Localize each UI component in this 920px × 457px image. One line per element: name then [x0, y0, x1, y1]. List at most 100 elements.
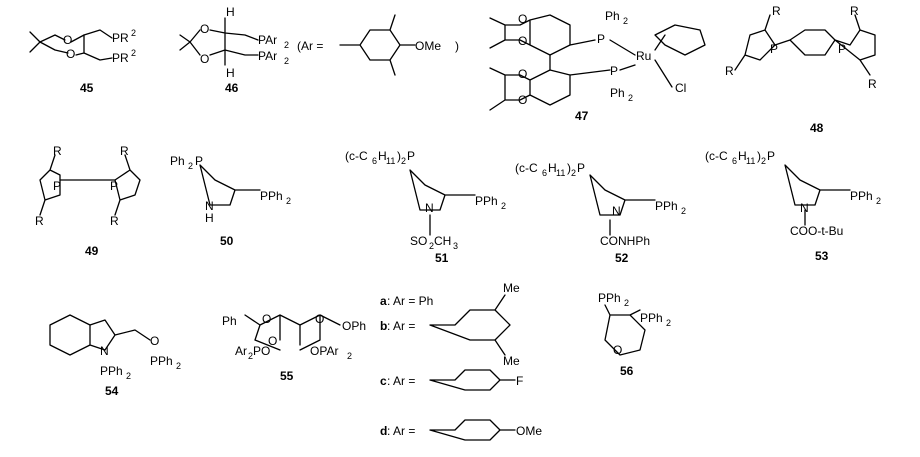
svg-text:OPAr: OPAr — [310, 344, 338, 358]
svg-text:c: c — [380, 374, 387, 388]
svg-text:2: 2 — [284, 56, 289, 66]
compound-46: H H O O PAr 2 PAr 2 (Ar = OMe ) 46 — [179, 5, 459, 95]
svg-text:OPh: OPh — [342, 319, 366, 333]
svg-text:N: N — [425, 201, 434, 215]
compound-number-52: 52 — [615, 251, 629, 265]
svg-text:R: R — [53, 144, 62, 158]
svg-text:2: 2 — [876, 196, 881, 206]
svg-text:PPh: PPh — [475, 194, 498, 208]
svg-text:R: R — [725, 64, 734, 78]
svg-text:SO: SO — [410, 234, 427, 248]
svg-text:H: H — [205, 211, 214, 225]
svg-text:R: R — [772, 4, 781, 18]
svg-text:H: H — [738, 149, 747, 163]
svg-text:: Ar =: : Ar = — [387, 374, 415, 388]
svg-text:P: P — [770, 42, 778, 56]
svg-text:P: P — [53, 179, 61, 193]
svg-text:6: 6 — [542, 168, 547, 178]
svg-text:6: 6 — [372, 156, 377, 166]
svg-text:CH: CH — [434, 234, 451, 248]
compound-number-48: 48 — [810, 121, 824, 135]
label-pr2-bottom: PR — [112, 51, 129, 65]
svg-text:H: H — [378, 149, 387, 163]
svg-text:2: 2 — [761, 156, 766, 166]
svg-text:: Ar =: : Ar = — [387, 424, 415, 438]
svg-text:3: 3 — [453, 241, 458, 251]
svg-text:b: b — [380, 319, 387, 333]
svg-text:): ) — [757, 149, 761, 163]
compound-number-47: 47 — [575, 109, 589, 123]
svg-text:Ph: Ph — [170, 154, 185, 168]
compound-number-49: 49 — [85, 244, 99, 258]
svg-text:N: N — [100, 344, 109, 358]
label-ar-eq: (Ar = — [297, 39, 323, 53]
compound-number-45: 45 — [80, 81, 94, 95]
compound-number-50: 50 — [220, 234, 234, 248]
svg-text:P: P — [610, 64, 618, 78]
compound-55: Ph O O O OPh Ar 2 PO OPAr 2 55 — [222, 312, 366, 383]
svg-text:R: R — [120, 144, 129, 158]
svg-text:CONHPh: CONHPh — [600, 234, 650, 248]
svg-text:2: 2 — [284, 40, 289, 50]
svg-text:Ph: Ph — [610, 86, 625, 100]
svg-text:2: 2 — [666, 318, 671, 328]
svg-text:PPh: PPh — [850, 189, 873, 203]
svg-text:PO: PO — [253, 344, 270, 358]
label-o1: O — [63, 33, 72, 47]
svg-text:11: 11 — [386, 156, 395, 166]
label-ome: OMe — [415, 39, 441, 53]
svg-text:2: 2 — [131, 48, 136, 58]
svg-text:2: 2 — [286, 196, 291, 206]
svg-text:: Ar =: : Ar = — [387, 319, 415, 333]
svg-text:PPh: PPh — [655, 199, 678, 213]
label-h-bottom: H — [226, 66, 235, 80]
compound-52: (c-C 6 H 11 ) 2 P N PPh 2 CONHPh 52 — [515, 161, 686, 265]
svg-text:PPh: PPh — [260, 189, 283, 203]
svg-text:O: O — [518, 93, 527, 107]
svg-text:11: 11 — [556, 168, 565, 178]
compound-45: O O PR 2 PR 2 45 — [29, 28, 136, 95]
svg-text:P: P — [597, 32, 605, 46]
label-par2-bottom: PAr — [258, 49, 277, 63]
svg-text:2: 2 — [126, 371, 131, 381]
svg-text:): ) — [567, 161, 571, 175]
compound-number-54: 54 — [105, 384, 119, 398]
svg-text:OMe: OMe — [516, 424, 542, 438]
compound-56: PPh 2 PPh 2 O 56 — [598, 291, 671, 378]
svg-text:P: P — [195, 154, 203, 168]
svg-text:O: O — [518, 12, 527, 26]
svg-text:(c-C: (c-C — [515, 161, 538, 175]
svg-text:COO-t-Bu: COO-t-Bu — [790, 224, 843, 238]
svg-text:P: P — [838, 42, 846, 56]
label-pr2-top: PR — [112, 31, 129, 45]
svg-text:11: 11 — [746, 156, 755, 166]
svg-text:Me: Me — [503, 354, 520, 368]
svg-text:2: 2 — [681, 206, 686, 216]
compound-number-53: 53 — [815, 249, 829, 263]
svg-text:PPh: PPh — [150, 354, 173, 368]
svg-text:H: H — [548, 161, 557, 175]
svg-text:Me: Me — [503, 281, 520, 295]
compound-number-46: 46 — [225, 81, 239, 95]
label-ru: Ru — [636, 49, 651, 63]
svg-text:PPh: PPh — [598, 291, 621, 305]
svg-text:2: 2 — [624, 298, 629, 308]
svg-text:N: N — [612, 204, 621, 218]
svg-text:(c-C: (c-C — [705, 149, 728, 163]
svg-text:a: a — [380, 294, 387, 308]
label-h-top: H — [226, 5, 235, 19]
compound-48: R R R R P P 48 — [725, 4, 877, 135]
label-o2: O — [66, 47, 75, 61]
svg-text:2: 2 — [429, 241, 434, 251]
svg-text:O: O — [518, 67, 527, 81]
svg-text:Ph: Ph — [222, 314, 237, 328]
compound-47: O O O O Ph 2 P Ru P Ph 2 Cl 47 — [489, 9, 706, 123]
svg-text:2: 2 — [176, 361, 181, 371]
svg-text:O: O — [262, 312, 271, 326]
svg-text:PPh: PPh — [100, 364, 123, 378]
svg-text:R: R — [35, 214, 44, 228]
svg-text:P: P — [407, 149, 415, 163]
svg-text:2: 2 — [347, 351, 352, 361]
